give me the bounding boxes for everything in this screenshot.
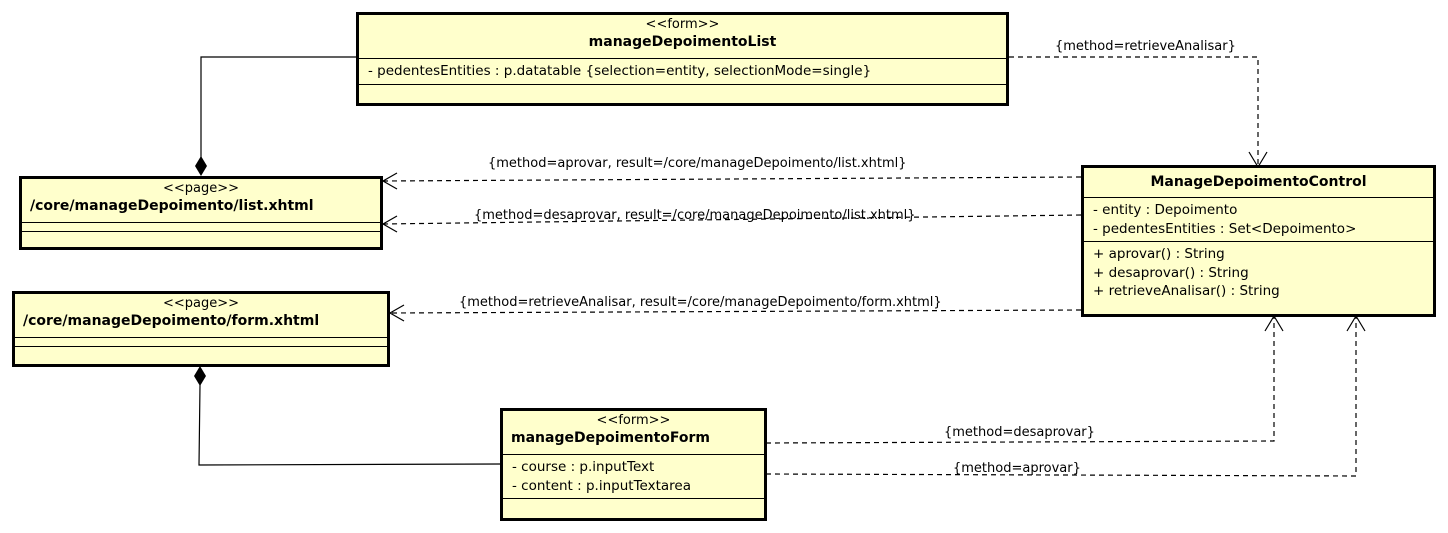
attributes-section: - pedentesEntities : p.datatable {select…	[359, 59, 1006, 85]
class-name: manageDepoimentoForm	[511, 430, 710, 446]
attribute: - entity : Depoimento	[1093, 202, 1238, 218]
operations-section	[22, 232, 380, 240]
class-manage-depoimento-form[interactable]: <<form>> manageDepoimentoForm - course :…	[500, 408, 767, 521]
operations-section: + aprovar() : String + desaprovar() : St…	[1084, 242, 1433, 304]
attributes-section	[15, 338, 387, 347]
attributes-section: - entity : Depoimento - pedentesEntities…	[1084, 198, 1433, 242]
operations-section	[15, 347, 387, 355]
operations-section	[503, 499, 764, 507]
class-name: /core/manageDepoimento/list.xhtml	[30, 198, 314, 214]
operation: + aprovar() : String	[1093, 246, 1225, 262]
composition-line-form	[198, 384, 502, 466]
class-header: <<form>> manageDepoimentoList	[359, 15, 1006, 59]
dependency-desaprovar-form	[765, 316, 1275, 444]
label-retrieve-form: {method=retrieveAnalisar, result=/core/m…	[459, 295, 942, 310]
stereotype: <<form>>	[645, 17, 720, 32]
attribute: - content : p.inputTextarea	[512, 477, 691, 494]
operation: + desaprovar() : String	[1093, 264, 1249, 281]
operations-section	[359, 85, 1006, 93]
label-aprovar-list: {method=aprovar, result=/core/manageDepo…	[488, 156, 907, 171]
class-manage-depoimento-control[interactable]: ManageDepoimentoControl - entity : Depoi…	[1081, 165, 1436, 317]
operation: + retrieveAnalisar() : String	[1093, 283, 1280, 299]
dependency-retrieve-form	[389, 309, 1082, 314]
stereotype: <<page>>	[162, 296, 240, 311]
stereotype: <<form>>	[596, 413, 671, 428]
composition-diamond-icon	[195, 156, 207, 176]
label-desaprovar-list: {method=desaprovar, result=/core/manageD…	[474, 208, 916, 223]
dependency-retrieve-top	[1009, 56, 1259, 166]
composition-line-list	[200, 56, 357, 158]
class-name: ManageDepoimentoControl	[1150, 174, 1367, 190]
class-list-page[interactable]: <<page>> /core/manageDepoimento/list.xht…	[19, 176, 383, 250]
arrowhead-icon	[381, 215, 398, 233]
class-header: ManageDepoimentoControl	[1084, 168, 1433, 198]
class-manage-depoimento-list[interactable]: <<form>> manageDepoimentoList - pedentes…	[356, 12, 1009, 106]
class-name: /core/manageDepoimento/form.xhtml	[23, 313, 320, 329]
dependency-aprovar-form	[765, 316, 1357, 477]
arrowhead-icon	[388, 304, 405, 322]
dependency-aprovar-list	[382, 176, 1082, 182]
label-retrieve-top: {method=retrieveAnalisar}	[1055, 39, 1236, 54]
class-header: <<page>> /core/manageDepoimento/list.xht…	[22, 179, 380, 223]
attribute: - pedentesEntities : p.datatable {select…	[368, 63, 872, 79]
attribute: - course : p.inputText	[512, 459, 655, 475]
arrowhead-icon	[381, 172, 398, 190]
class-form-page[interactable]: <<page>> /core/manageDepoimento/form.xht…	[12, 291, 390, 367]
class-header: <<page>> /core/manageDepoimento/form.xht…	[15, 294, 387, 338]
class-header: <<form>> manageDepoimentoForm	[503, 411, 764, 455]
label-aprovar-form: {method=aprovar}	[953, 461, 1081, 476]
stereotype: <<page>>	[162, 181, 240, 196]
label-desaprovar-form: {method=desaprovar}	[944, 425, 1095, 440]
attributes-section: - course : p.inputText - content : p.inp…	[503, 455, 764, 499]
class-name: manageDepoimentoList	[588, 34, 777, 50]
attribute: - pedentesEntities : Set<Depoimento>	[1093, 220, 1357, 237]
attributes-section	[22, 223, 380, 232]
composition-diamond-icon	[194, 366, 206, 386]
